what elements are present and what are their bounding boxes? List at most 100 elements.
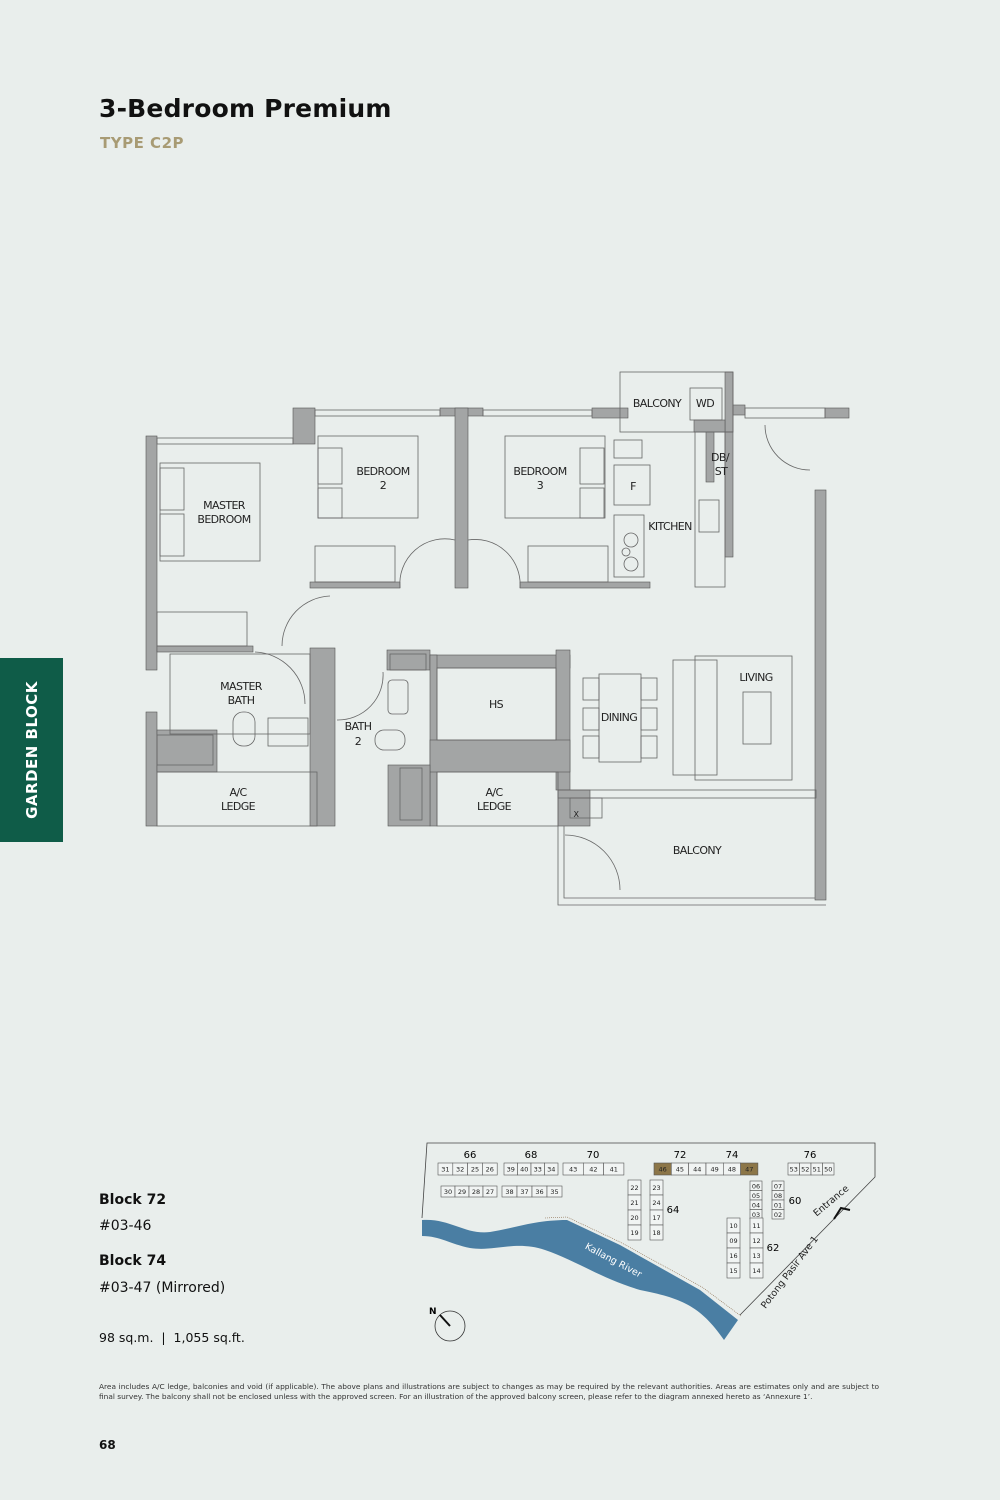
unit-number: 15 bbox=[729, 1267, 737, 1275]
unit-cell bbox=[603, 1162, 625, 1176]
river bbox=[422, 1219, 738, 1340]
unit-number: 25 bbox=[471, 1166, 479, 1174]
unit-number: 26 bbox=[486, 1166, 494, 1174]
unit-number: 06 bbox=[752, 1182, 760, 1190]
unit-number: 29 bbox=[458, 1188, 466, 1196]
unit-number: 51 bbox=[813, 1166, 821, 1174]
entrance-label: Entrance bbox=[812, 1183, 852, 1219]
block-number: 66 bbox=[464, 1150, 477, 1161]
unit-number: 02 bbox=[774, 1211, 782, 1219]
unit-number: 50 bbox=[824, 1166, 832, 1174]
block-number: 74 bbox=[726, 1150, 739, 1161]
section-tab: GARDEN BLOCK bbox=[0, 658, 63, 842]
unit-number: 38 bbox=[505, 1188, 513, 1196]
label-master-bedroom-1: MASTER bbox=[203, 499, 246, 512]
unit-number: 21 bbox=[630, 1199, 638, 1207]
label-bedroom2-1: BEDROOM bbox=[356, 465, 409, 478]
unit-number: 07 bbox=[774, 1182, 782, 1190]
unit-number-2: #03-47 (Mirrored) bbox=[99, 1280, 226, 1296]
block-label-2: Block 74 bbox=[99, 1253, 167, 1269]
unit-number: 40 bbox=[520, 1166, 528, 1174]
unit-area: 98 sq.m. | 1,055 sq.ft. bbox=[99, 1330, 245, 1345]
north-compass-icon bbox=[434, 1310, 466, 1342]
unit-cell bbox=[649, 1224, 664, 1241]
label-ac-ledge-left-1: A/C bbox=[229, 786, 247, 799]
unit-cell bbox=[544, 1162, 559, 1176]
unit-number: 39 bbox=[507, 1166, 515, 1174]
label-bedroom3-1: BEDROOM bbox=[513, 465, 566, 478]
block-number: 70 bbox=[587, 1150, 600, 1161]
unit-number: 17 bbox=[652, 1214, 660, 1222]
north-label: N bbox=[429, 1307, 437, 1317]
disclaimer: Area includes A/C ledge, balconies and v… bbox=[99, 1382, 879, 1401]
unit-cell-highlighted bbox=[740, 1162, 759, 1176]
unit-number: 53 bbox=[790, 1166, 798, 1174]
label-ac-ledge-right-1: A/C bbox=[485, 786, 503, 799]
label-bath2-2: 2 bbox=[355, 735, 361, 748]
unit-number: 43 bbox=[569, 1166, 577, 1174]
label-db-st-1: DB/ bbox=[711, 451, 730, 464]
page-number: 68 bbox=[99, 1438, 116, 1452]
block-number: 60 bbox=[789, 1196, 802, 1207]
unit-number: 47 bbox=[745, 1166, 753, 1174]
unit-number: 32 bbox=[456, 1166, 464, 1174]
unit-number: 33 bbox=[534, 1166, 542, 1174]
unit-cell bbox=[482, 1162, 498, 1176]
label-balcony: BALCONY bbox=[673, 844, 722, 857]
block-number: 68 bbox=[525, 1150, 538, 1161]
label-dining: DINING bbox=[601, 711, 637, 724]
unit-number: 12 bbox=[752, 1237, 760, 1245]
label-wd: WD bbox=[696, 397, 714, 410]
label-balcony-top: BALCONY bbox=[633, 397, 682, 410]
unit-cell bbox=[749, 1262, 764, 1279]
site-boundary bbox=[421, 1142, 876, 1316]
label-bedroom2-2: 2 bbox=[380, 479, 386, 492]
entrance-arrow-icon bbox=[833, 1206, 851, 1220]
unit-cell bbox=[771, 1209, 785, 1220]
unit-number: 09 bbox=[729, 1237, 737, 1245]
block-number: 72 bbox=[674, 1150, 687, 1161]
unit-number: 37 bbox=[520, 1188, 528, 1196]
unit-number: 31 bbox=[441, 1166, 449, 1174]
block-label-1: Block 72 bbox=[99, 1192, 167, 1208]
unit-number: 05 bbox=[752, 1192, 760, 1200]
label-bath2-1: BATH bbox=[345, 720, 372, 733]
unit-number: 28 bbox=[472, 1188, 480, 1196]
unit-number: 23 bbox=[652, 1184, 660, 1192]
unit-number: 52 bbox=[801, 1166, 809, 1174]
unit-number: 44 bbox=[693, 1166, 701, 1174]
room-labels: MASTER BEDROOM BEDROOM 2 BEDROOM 3 BALCO… bbox=[197, 397, 773, 857]
unit-number: 22 bbox=[630, 1184, 638, 1192]
unit-number: 48 bbox=[728, 1166, 736, 1174]
unit-type: TYPE C2P bbox=[100, 134, 184, 152]
unit-number: 35 bbox=[550, 1188, 558, 1196]
unit-number: 41 bbox=[610, 1166, 618, 1174]
page-title: 3-Bedroom Premium bbox=[99, 94, 392, 123]
unit-number: 46 bbox=[659, 1166, 667, 1174]
unit-number: 11 bbox=[752, 1222, 760, 1230]
label-fridge: F bbox=[630, 480, 636, 493]
unit-cell bbox=[627, 1224, 642, 1241]
unit-number: 01 bbox=[774, 1201, 782, 1209]
walls bbox=[145, 371, 850, 901]
unit-number: 19 bbox=[630, 1229, 638, 1237]
label-bedroom3-2: 3 bbox=[537, 479, 544, 492]
label-x: X bbox=[574, 810, 580, 819]
unit-cell bbox=[546, 1185, 563, 1198]
unit-number: 18 bbox=[652, 1229, 660, 1237]
unit-number: 34 bbox=[547, 1166, 555, 1174]
unit-cell bbox=[482, 1185, 498, 1198]
unit-number: 16 bbox=[729, 1252, 737, 1260]
block-number: 76 bbox=[804, 1150, 817, 1161]
fixtures bbox=[156, 371, 826, 906]
unit-number: 36 bbox=[535, 1188, 543, 1196]
